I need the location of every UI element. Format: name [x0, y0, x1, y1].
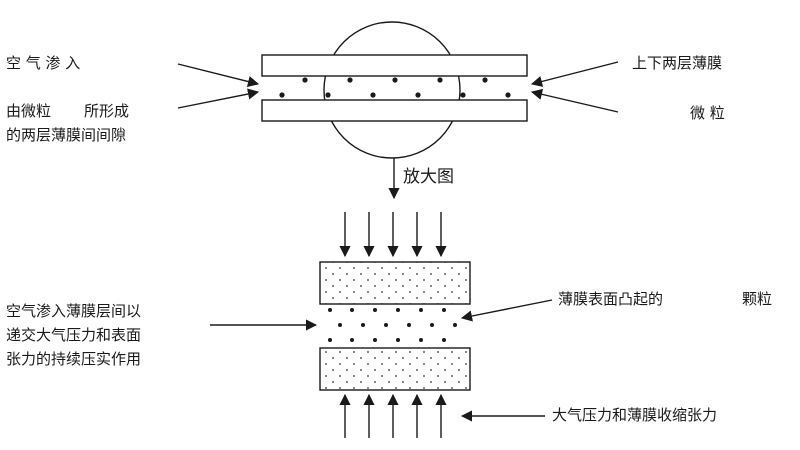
particle: [396, 308, 400, 312]
label-films: 上下两层薄膜: [632, 54, 722, 72]
particle: [505, 92, 511, 98]
label-surface-particles-end: 颗粒: [742, 290, 772, 308]
label-magnified: 放大图: [403, 167, 454, 187]
particle: [407, 323, 411, 327]
magnified-lower-film: [319, 347, 471, 391]
upper-film: [261, 54, 528, 77]
particle: [419, 338, 423, 342]
particle: [384, 323, 388, 327]
particle: [350, 338, 354, 342]
label-left-line3: 张力的持续压实作用: [6, 350, 141, 368]
bottom-diagram: 空气渗入薄膜层间以 递交大气压力和表面 张力的持续压实作用 薄膜表面凸起的 颗粒…: [6, 212, 772, 438]
particle: [396, 338, 400, 342]
particle: [373, 308, 377, 312]
top-diagram: 空 气 渗 入 由微粒 所形成 的两层薄膜间间隙 上下两层薄膜 微 粒: [6, 21, 725, 159]
label-pressure-tension: 大气压力和薄膜收缩张力: [552, 406, 717, 424]
magnified-gap-particles: [328, 308, 457, 342]
particle: [347, 77, 353, 83]
particle: [482, 77, 488, 83]
magnify-connector: 放大图: [388, 158, 454, 200]
arrow-air-seep: [177, 63, 260, 87]
particle: [419, 308, 423, 312]
particle: [453, 323, 457, 327]
label-particles: 微 粒: [690, 104, 725, 122]
arrow-particles: [530, 88, 619, 113]
particle: [350, 308, 354, 312]
arrow-films: [530, 61, 619, 87]
label-left-line1: 空气渗入薄膜层间以: [6, 302, 141, 320]
particle: [415, 92, 421, 98]
label-gap-line2: 的两层薄膜间间隙: [6, 126, 126, 144]
label-surface-particles-start: 薄膜表面凸起的: [558, 290, 663, 308]
magnifier-circle: [323, 21, 461, 159]
particle: [370, 92, 376, 98]
label-air-seep: 空 气 渗 入: [6, 54, 80, 72]
particle: [361, 323, 365, 327]
particle: [279, 92, 285, 98]
particle: [437, 77, 443, 83]
particle: [392, 77, 398, 83]
bottom-pressure-arrows: [339, 393, 447, 438]
label-gap-line1: 由微粒: [6, 102, 51, 120]
gap-particles: [279, 77, 511, 98]
particle: [338, 323, 342, 327]
particle: [302, 77, 308, 83]
arrow-gap: [177, 88, 260, 109]
particle: [442, 338, 446, 342]
particle: [430, 323, 434, 327]
particle: [328, 308, 332, 312]
particle: [442, 308, 446, 312]
label-gap-line1-end: 所形成: [84, 102, 129, 120]
arrow-surface-particles: [460, 299, 553, 322]
lower-film: [261, 99, 528, 122]
top-pressure-arrows: [339, 212, 447, 258]
particle: [325, 92, 331, 98]
particle: [373, 338, 377, 342]
particle: [460, 92, 466, 98]
magnified-upper-film: [319, 261, 471, 305]
particle: [328, 338, 332, 342]
label-left-line2: 递交大气压力和表面: [6, 326, 141, 344]
